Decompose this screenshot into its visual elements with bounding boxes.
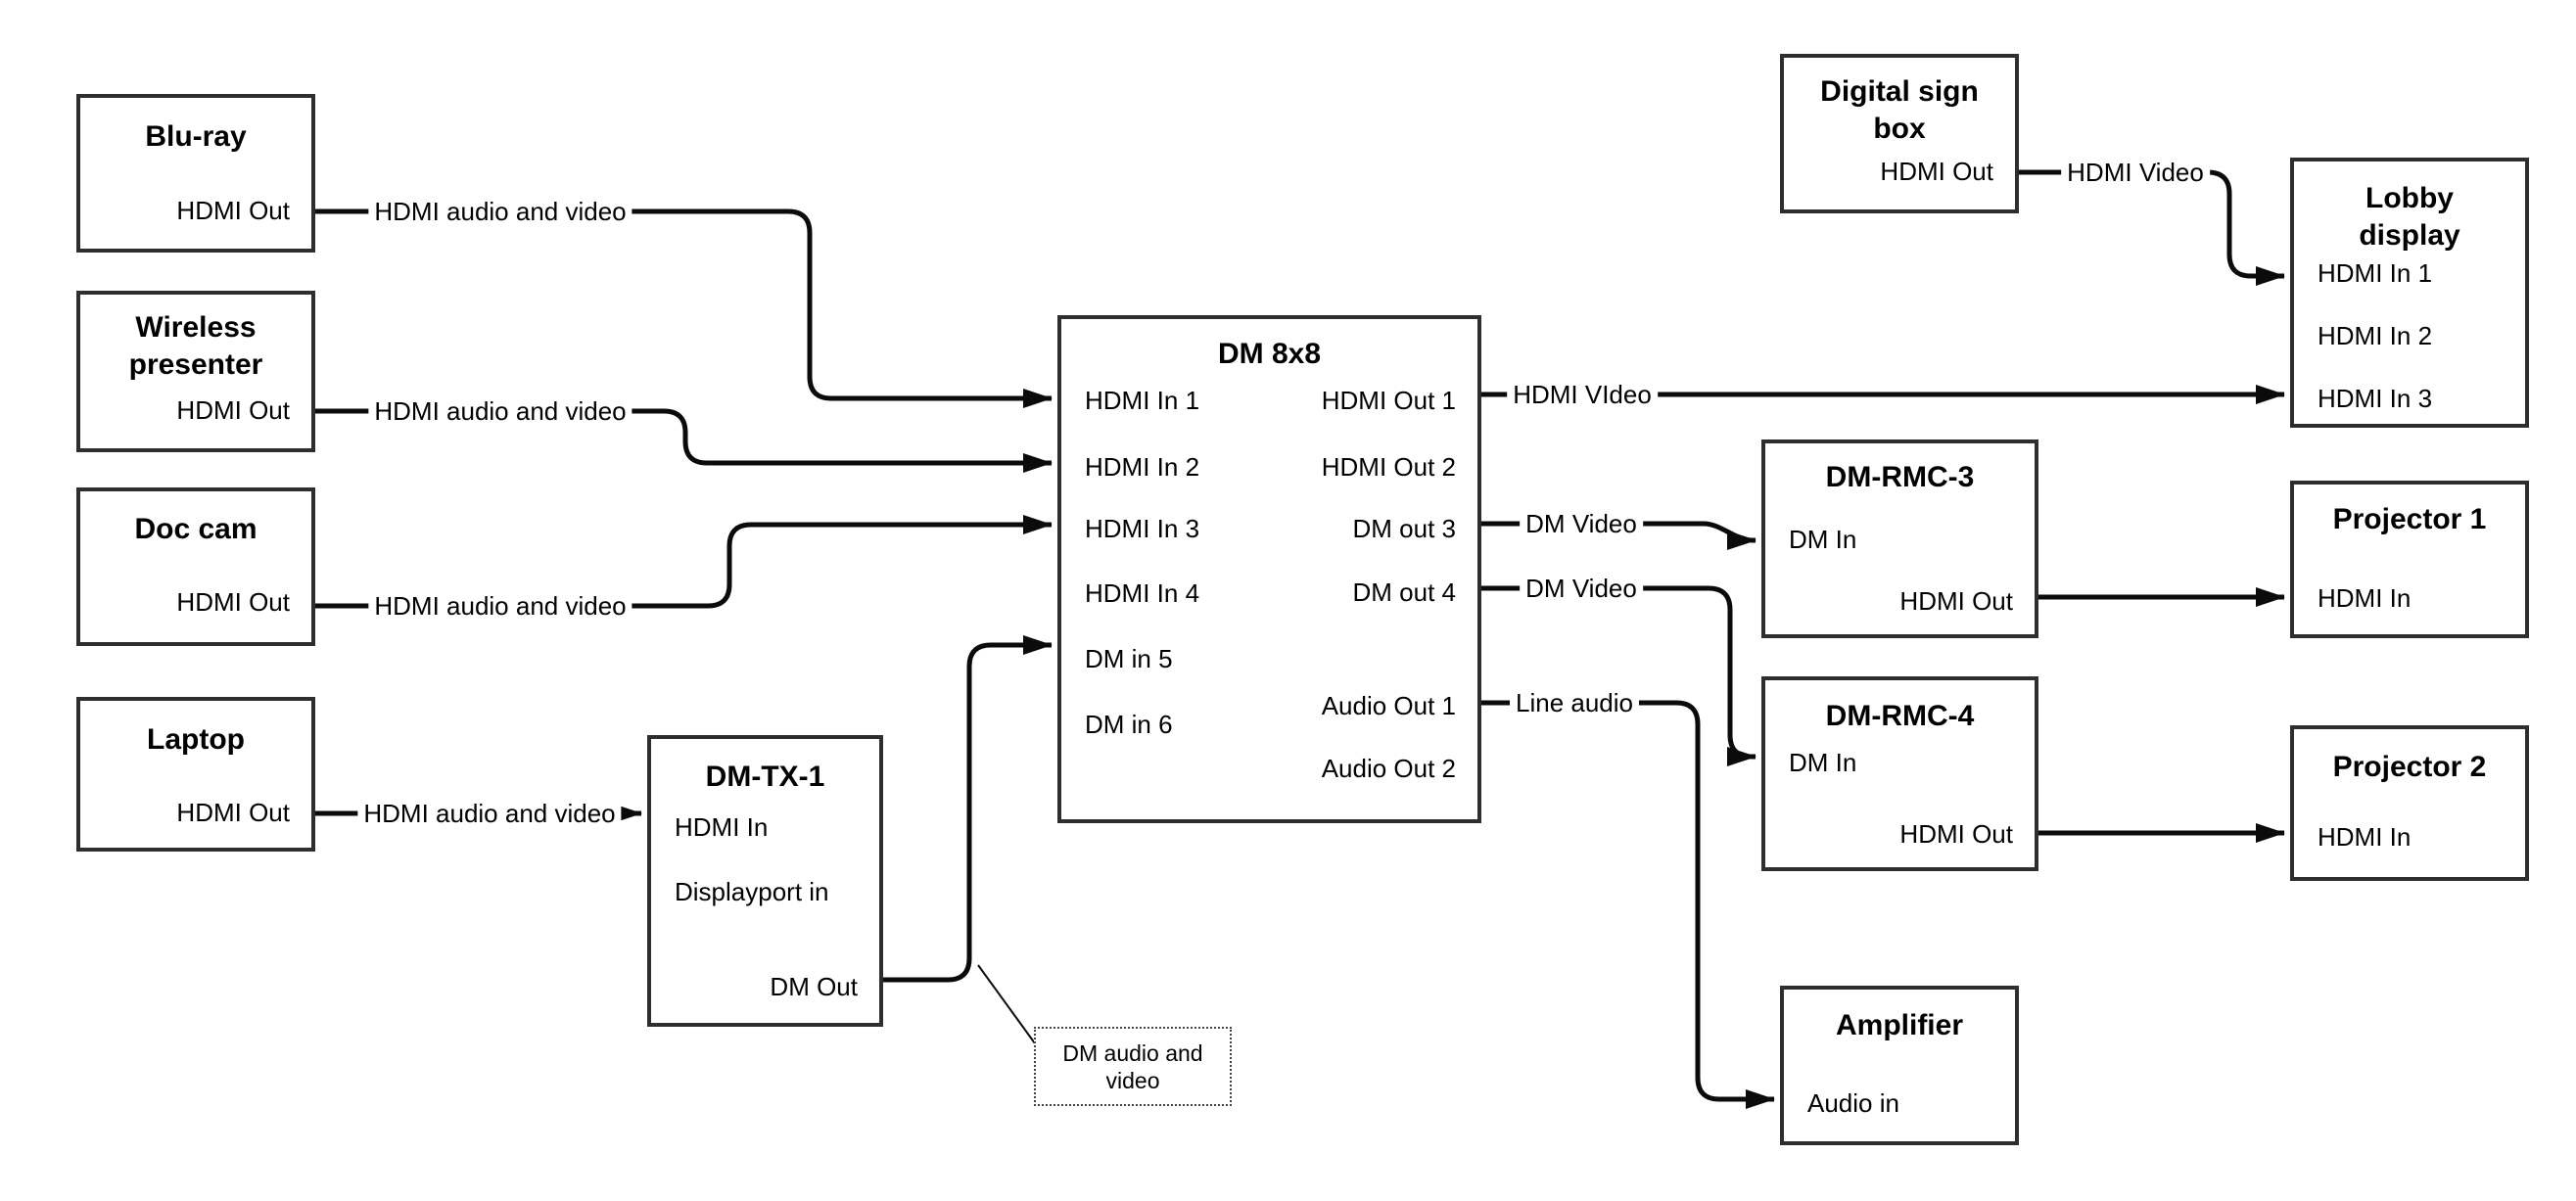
port-hdmi-out: HDMI Out <box>176 587 290 617</box>
port-hdmi-in-3: HDMI In 3 <box>2318 384 2433 413</box>
edge-label-hdmi-video-digitalsign: HDMI Video <box>2061 157 2210 188</box>
note-leader-line <box>977 964 1036 1044</box>
node-lobby-display: Lobby display HDMI In 1 HDMI In 2 HDMI I… <box>2290 158 2529 428</box>
edge-label-hdmi-audio-and-video-wireless: HDMI audio and video <box>368 395 632 427</box>
port-dm-in: DM In <box>1789 748 1857 777</box>
port-hdmi-in-2: HDMI In 2 <box>1085 452 1200 482</box>
port-hdmi-out: HDMI Out <box>176 196 290 225</box>
port-hdmi-in: HDMI In <box>2318 822 2412 852</box>
node-title: Lobby display <box>2359 182 2460 252</box>
node-title: Projector 1 <box>2332 503 2487 535</box>
node-title: DM-RMC-4 <box>1825 700 1975 732</box>
edge-label-dm-video-out3: DM Video <box>1520 508 1643 539</box>
port-dm-out: DM Out <box>770 972 858 1001</box>
node-projector-2: Projector 2 HDMI In <box>2290 725 2529 881</box>
edge-label-line-audio: Line audio <box>1510 687 1639 718</box>
port-dm-in: DM In <box>1789 525 1857 554</box>
port-hdmi-in: HDMI In <box>675 812 769 842</box>
node-dm-tx-1: DM-TX-1 HDMI In Displayport in DM Out <box>647 735 883 1027</box>
node-title: Amplifier <box>1835 1009 1964 1041</box>
node-blu-ray: Blu-ray HDMI Out <box>76 94 315 253</box>
node-title: Doc cam <box>134 513 258 545</box>
edge-label-hdmi-audio-and-video-doccam: HDMI audio and video <box>368 590 632 622</box>
node-laptop: Laptop HDMI Out <box>76 697 315 852</box>
port-hdmi-in-1: HDMI In 1 <box>2318 258 2433 288</box>
node-wireless-presenter: Wireless presenter HDMI Out <box>76 291 315 452</box>
node-title: Digital sign box <box>1820 75 1979 145</box>
edge-label-hdmi-video-out1: HDMI VIdeo <box>1507 379 1658 410</box>
port-audio-in: Audio in <box>1807 1088 1899 1118</box>
node-projector-1: Projector 1 HDMI In <box>2290 481 2529 638</box>
note-line: video <box>1105 1067 1160 1093</box>
node-dm-8x8: DM 8x8 HDMI In 1 HDMI In 2 HDMI In 3 HDM… <box>1057 315 1481 823</box>
port-hdmi-out: HDMI Out <box>176 395 290 425</box>
port-dm-in-5: DM in 5 <box>1085 644 1173 673</box>
edge-label-hdmi-audio-and-video-laptop: HDMI audio and video <box>357 798 622 829</box>
node-title: Laptop <box>147 723 245 756</box>
connector-dmtx1-dmout-to-dm8x8-dm-in-5 <box>881 635 1053 983</box>
node-title: Blu-ray <box>145 120 247 153</box>
edge-label-hdmi-audio-and-video-bluray: HDMI audio and video <box>368 196 632 227</box>
port-hdmi-in-4: HDMI In 4 <box>1085 578 1200 608</box>
port-dm-in-6: DM in 6 <box>1085 710 1173 739</box>
port-hdmi-out-1: HDMI Out 1 <box>1321 386 1456 415</box>
port-hdmi-in-3: HDMI In 3 <box>1085 514 1200 543</box>
port-hdmi-out: HDMI Out <box>1899 586 2013 616</box>
node-title: DM-RMC-3 <box>1825 461 1975 493</box>
node-title: DM 8x8 <box>1217 338 1322 370</box>
node-dm-rmc-4: DM-RMC-4 DM In HDMI Out <box>1761 676 2038 871</box>
edge-label-dm-video-out4: DM Video <box>1520 573 1643 604</box>
note-line: DM audio and <box>1062 1039 1203 1066</box>
port-dm-out-4: DM out 4 <box>1352 577 1457 607</box>
node-title: DM-TX-1 <box>705 761 825 793</box>
port-hdmi-in-2: HDMI In 2 <box>2318 321 2433 350</box>
port-hdmi-in-1: HDMI In 1 <box>1085 386 1200 415</box>
port-hdmi-out: HDMI Out <box>176 798 290 827</box>
port-dm-out-3: DM out 3 <box>1352 514 1457 543</box>
port-audio-out-2: Audio Out 2 <box>1321 754 1456 783</box>
port-audio-out-1: Audio Out 1 <box>1321 691 1456 720</box>
port-hdmi-in: HDMI In <box>2318 583 2412 613</box>
port-hdmi-out: HDMI Out <box>1899 819 2013 849</box>
node-amplifier: Amplifier Audio in <box>1780 986 2019 1145</box>
node-dm-rmc-3: DM-RMC-3 DM In HDMI Out <box>1761 439 2038 638</box>
node-title: Wireless presenter <box>128 311 263 381</box>
port-hdmi-out-2: HDMI Out 2 <box>1321 452 1456 482</box>
node-doc-cam: Doc cam HDMI Out <box>76 487 315 646</box>
connector-dm8x8-dm-out-4-to-dmrmc4-dm-in <box>1481 585 1756 766</box>
connector-bluray-to-dm8x8-hdmi-in-1 <box>315 208 1053 408</box>
port-hdmi-out: HDMI Out <box>1880 157 1993 186</box>
node-title: Projector 2 <box>2332 751 2487 783</box>
note-dm-audio-and-video: DM audio and video <box>1034 1027 1232 1106</box>
connector-dm8x8-audio-out-1-to-amplifier <box>1481 700 1775 1109</box>
port-displayport-in: Displayport in <box>675 877 829 906</box>
node-digital-sign-box: Digital sign box HDMI Out <box>1780 54 2019 213</box>
